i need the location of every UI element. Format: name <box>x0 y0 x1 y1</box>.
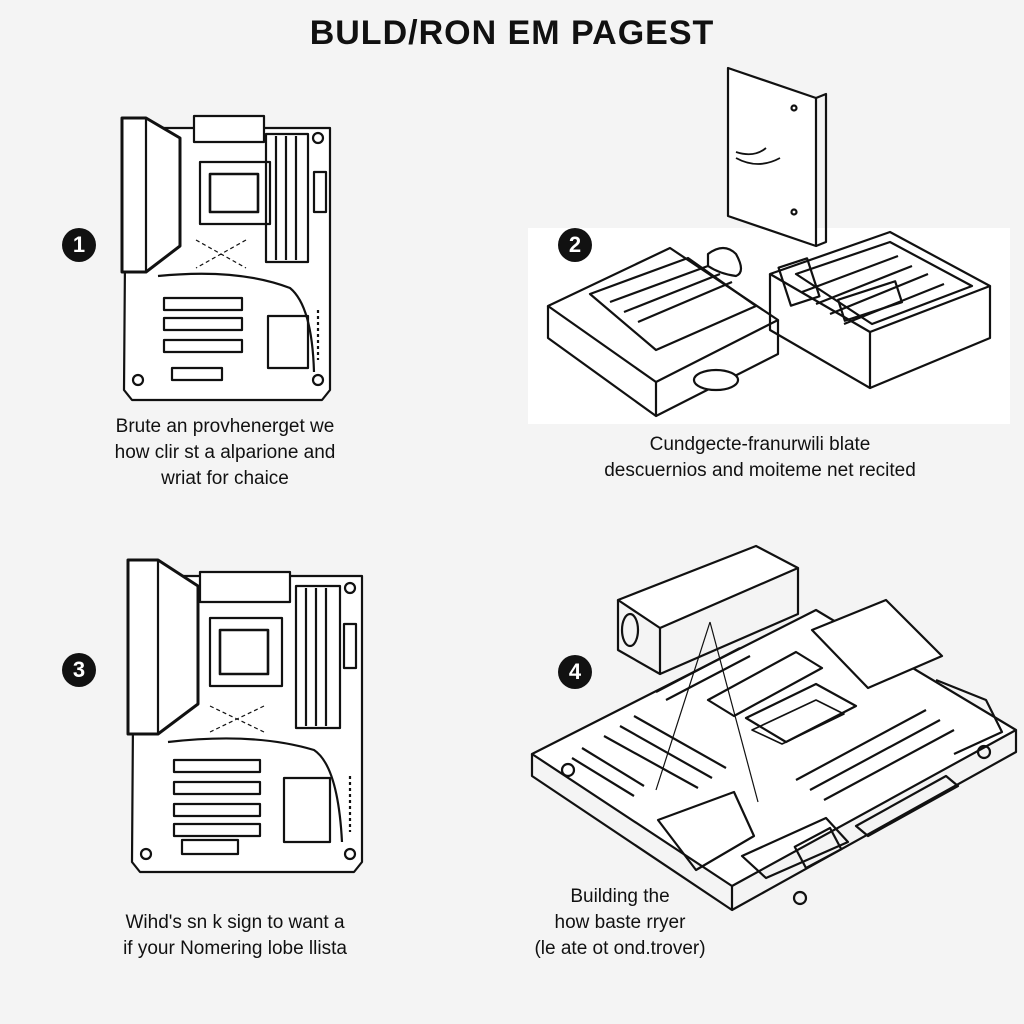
step-4-badge: 4 <box>558 655 592 689</box>
step-2-caption: Cundgecte-franurwili blate descuernios a… <box>560 432 960 484</box>
step-3-badge: 3 <box>62 653 96 687</box>
step-2-badge: 2 <box>558 228 592 262</box>
step-4-caption: Building the how baste rryer (le ate ot … <box>500 884 740 962</box>
drive-bay-illustration <box>546 66 992 418</box>
step-2-caption-line: descuernios and moiteme net recited <box>604 460 916 481</box>
step-1-caption-line: how clir st a alparione and <box>114 442 336 463</box>
step-1-caption-line: Brute an provhenerget we <box>115 416 335 437</box>
step-1-caption-line: wriat for chaice <box>161 468 289 489</box>
page-title: BULD/RON EM PAGEST <box>309 14 715 52</box>
step-3-caption-line: Wihd's sn k sign to want a <box>125 912 345 933</box>
step-4-caption-line: how baste rryer <box>554 912 686 933</box>
step-1-badge: 1 <box>62 228 96 262</box>
step-3-caption-line: if your Nomering lobe llista <box>123 938 347 959</box>
motherboard-illustration-3 <box>126 558 364 874</box>
step-4-caption-line: Building the <box>570 886 670 907</box>
step-2-caption-line: Cundgecte-franurwili blate <box>649 434 871 455</box>
step-1-caption: Brute an provhenerget we how clir st a a… <box>80 414 370 492</box>
step-3-caption: Wihd's sn k sign to want a if your Nomer… <box>90 910 380 962</box>
motherboard-illustration-1 <box>120 114 332 402</box>
step-4-caption-line: (le ate ot ond.trover) <box>534 938 706 959</box>
assembled-board-illustration <box>530 544 1018 912</box>
